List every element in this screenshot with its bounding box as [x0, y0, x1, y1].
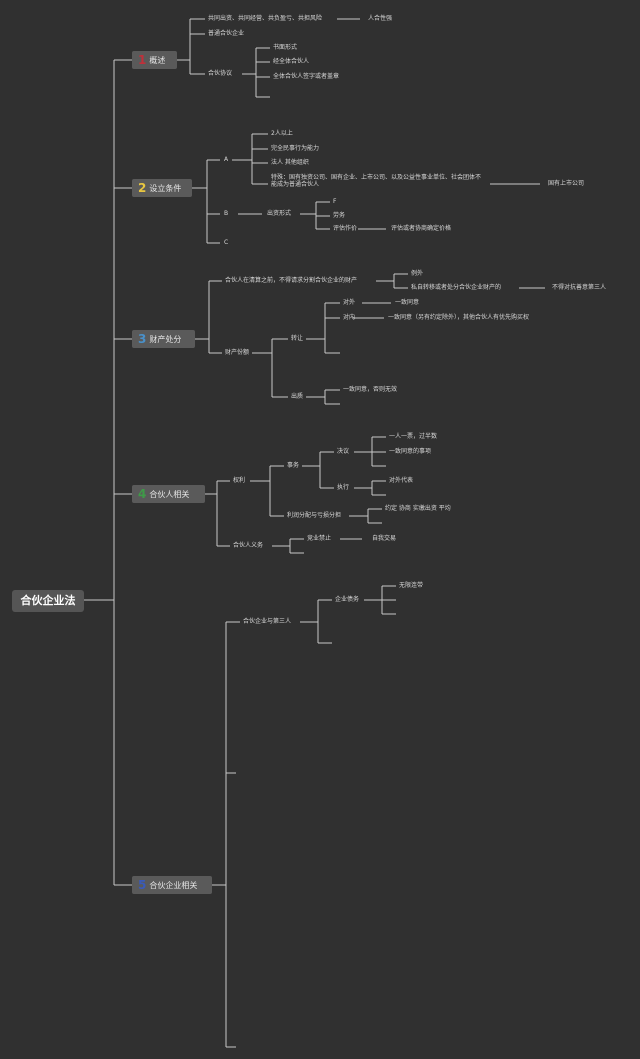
node-label: 约定 协商 实缴出资 平均 [385, 505, 451, 512]
node-label: 评估作价 [333, 225, 358, 232]
node-label: 全体合伙人签字或者盖章 [273, 73, 340, 80]
node-label: 国有上市公司 [548, 180, 585, 187]
node-label: 例外 [411, 270, 424, 277]
node-label: 一致同意（另有约定除外），其他合伙人有优先购买权 [388, 314, 530, 321]
topic-label: 财产处分 [149, 335, 182, 344]
topic-number-4: 4 [138, 487, 147, 501]
root-node[interactable]: 合伙企业法 [12, 590, 84, 612]
node-label: 无限连带 [399, 582, 424, 589]
topic-label: 设立条件 [149, 184, 182, 193]
topic-number-2: 2 [138, 181, 147, 195]
node-label: 经全体合伙人 [273, 58, 310, 65]
node-label: C [224, 239, 229, 246]
node-label: 执行 [337, 484, 350, 491]
node-label: 一致同意 [395, 299, 420, 306]
node-label: 私自转移或者处分合伙企业财产的 [411, 284, 502, 291]
node-label: 2人以上 [271, 130, 293, 137]
node-label: F [333, 198, 337, 205]
node-label: 一致同意，否则无效 [343, 386, 398, 393]
node-label: 企业债务 [335, 596, 360, 603]
node-label: 完全民事行为能力 [271, 145, 320, 152]
node-label: 出质 [291, 393, 304, 400]
node-label: 事务 [287, 462, 300, 469]
node-label: 法人 其他组织 [271, 159, 309, 166]
node-label: 对内 [343, 314, 356, 321]
node-label: 自我交易 [372, 535, 397, 542]
node-label: 一人一票，过半数 [389, 433, 438, 440]
node-label: 对外 [343, 299, 356, 306]
node-label: 合伙协议 [208, 70, 233, 77]
node-label: 转让 [291, 335, 304, 342]
node-label: 一致同意的事项 [389, 448, 432, 455]
node-label: 共同出资、共同经营、共负盈亏、共担风险 [208, 15, 323, 22]
node-label: 出资形式 [267, 210, 292, 217]
node-label: 合伙企业与第三人 [243, 618, 292, 625]
node-label: A [224, 156, 229, 163]
node-label: 合伙人在清算之前，不得请求分割合伙企业的财产 [225, 277, 358, 284]
topic-number-5: 5 [138, 878, 147, 892]
node-label: 人合性强 [368, 15, 393, 22]
node-label: 权利 [233, 477, 246, 484]
node-label: 竞业禁止 [307, 535, 332, 542]
node-label: 对外代表 [389, 477, 414, 484]
node-label: 利润分配与亏损分担 [287, 512, 342, 519]
node-label: 普通合伙企业 [208, 30, 245, 37]
topic-label: 概述 [149, 56, 166, 65]
node-label: 合伙人义务 [233, 542, 264, 549]
node-label: 书面形式 [273, 44, 298, 51]
node-label: 不得对抗善意第三人 [552, 284, 607, 291]
node-label: 决议 [337, 448, 350, 455]
node-label: 财产份额 [225, 349, 250, 356]
node-label: B [224, 210, 229, 217]
topic-number-1: 1 [138, 53, 147, 67]
topic-label: 合伙人相关 [149, 490, 190, 499]
node-label: 劳务 [333, 212, 346, 219]
topic-number-3: 3 [138, 332, 147, 346]
node-label: 评估或者协商确定价格 [391, 225, 452, 232]
node-label: 特殊：国有独资公司、国有企业、上市公司、以及公益性事业单位、社会团体不能成为普通… [271, 174, 482, 188]
topic-label: 合伙企业相关 [149, 881, 198, 890]
